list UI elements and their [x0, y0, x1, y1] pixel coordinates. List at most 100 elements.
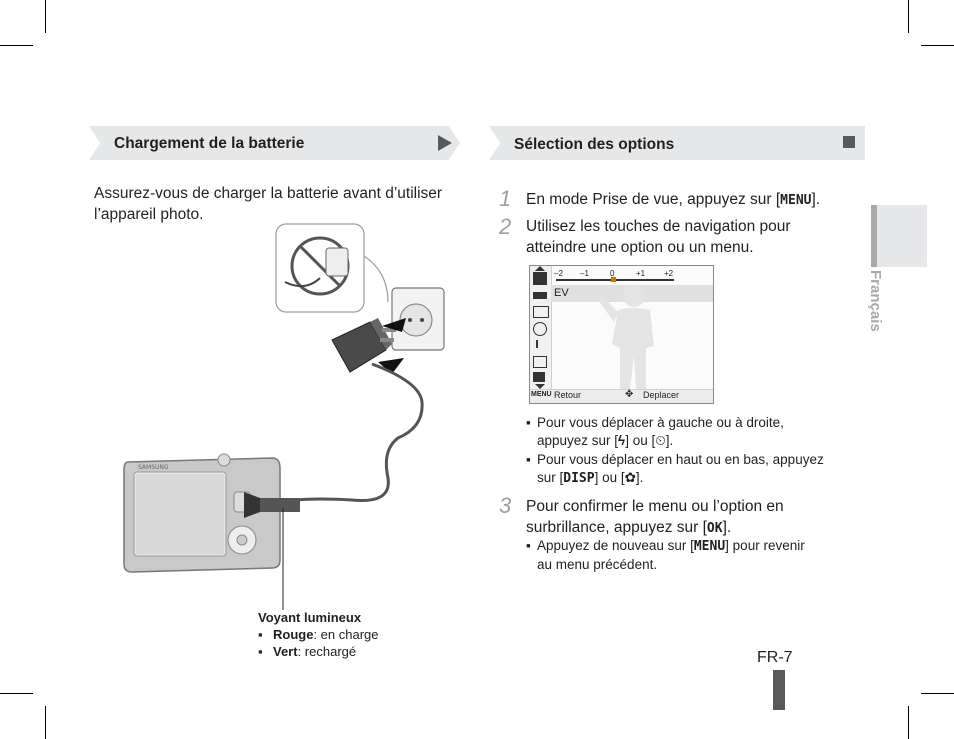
svg-text:SAMSUNG: SAMSUNG	[138, 464, 169, 471]
crop-mark	[45, 0, 46, 33]
step-text-part: En mode Prise de vue, appuyez sur [	[526, 191, 781, 208]
menu-key: MENU	[780, 193, 812, 208]
bullet-text: ] ou [	[594, 470, 625, 485]
bullet-text: Appuyez de nouveau sur [	[537, 538, 694, 553]
quality-icon	[533, 356, 547, 368]
indicator-title: Voyant lumineux	[258, 610, 362, 625]
bullet-item: ▪ Pour vous déplacer à gauche ou à droit…	[526, 414, 857, 450]
nav-cross-icon: ✥	[625, 389, 634, 400]
bullet-line: sur [DISP] ou [✿].	[537, 469, 857, 488]
disp-key: DISP	[563, 471, 595, 486]
language-tab-bar	[871, 205, 877, 267]
iso-icon	[533, 306, 549, 318]
bullet-text: ].	[665, 433, 674, 448]
step-text: Pour confirmer le menu ou l’option en su…	[526, 496, 856, 539]
move-label: Deplacer	[643, 390, 680, 400]
metering-icon	[533, 292, 547, 299]
menu-key: MENU	[531, 391, 552, 398]
language-tab-label: Français	[867, 270, 884, 332]
scale-label: +1	[636, 269, 646, 278]
timer-icon: ⏲	[655, 433, 666, 448]
step-text: Utilisez les touches de navigation pour …	[526, 216, 856, 258]
up-arrow-icon	[535, 266, 545, 271]
step-number: 3	[499, 493, 512, 518]
crop-mark	[45, 706, 46, 739]
section-header-band	[489, 126, 865, 160]
indicator-item: ▪ Rouge: en charge	[258, 626, 379, 643]
indicator-desc: : en charge	[313, 627, 379, 642]
ev-scale: –2 –1 0 +1 +2	[554, 269, 674, 283]
step-line: Pour confirmer le menu ou l’option en	[526, 498, 784, 515]
indicator-caption: Voyant lumineux ▪ Rouge: en charge ▪ Ver…	[258, 609, 379, 660]
crop-mark	[0, 45, 33, 46]
bullet-mark: ▪	[526, 452, 531, 467]
intro-line: Assurez-vous de charger la batterie avan…	[94, 185, 443, 202]
bullet-line: au menu précédent.	[537, 557, 658, 572]
scale-label: 0	[610, 269, 615, 278]
scale-label: +2	[664, 269, 674, 278]
size-icon	[536, 340, 544, 348]
step-number: 2	[499, 214, 512, 239]
lcd-screen: –2 –1 0 +1 +2 EV MENU Retour ✥ Deplacer	[529, 265, 714, 404]
lcd-footer: MENU Retour ✥ Deplacer	[530, 389, 713, 403]
bullet-text: ] pour revenir	[725, 538, 805, 553]
bullet-text: ] ou [	[625, 433, 656, 448]
scale-label: –1	[580, 269, 589, 278]
page-number: FR-7	[757, 649, 793, 666]
crop-mark	[0, 693, 33, 694]
flash-icon: ϟ	[618, 433, 626, 448]
step-text: En mode Prise de vue, appuyez sur [MENU]…	[526, 189, 856, 211]
intro-line: l’appareil photo.	[94, 206, 204, 223]
ok-key: OK	[706, 521, 723, 536]
intro-text: Assurez-vous de charger la batterie avan…	[94, 183, 464, 225]
step-text-part: surbrillance, appuyez sur [	[526, 519, 707, 536]
indicator-term: Vert	[273, 644, 298, 659]
play-arrow-icon	[438, 135, 452, 151]
step-line: Utilisez les touches de navigation pour	[526, 218, 791, 235]
stop-square-icon	[843, 136, 855, 148]
bullet-mark: ▪	[258, 627, 263, 642]
bullet-item: ▪ Appuyez de nouveau sur [MENU] pour rev…	[526, 537, 857, 574]
lcd-icon-column	[530, 266, 552, 403]
bullet-item: ▪ Pour vous déplacer en haut ou en bas, …	[526, 451, 857, 488]
section-title: Chargement de la batterie	[114, 135, 305, 152]
down-arrow-icon	[535, 384, 545, 389]
scale-label: –2	[554, 269, 563, 278]
step-text-part: ].	[722, 519, 732, 536]
crop-mark	[908, 706, 909, 739]
face-icon	[533, 322, 547, 336]
bullet-text: ].	[635, 470, 644, 485]
step-line: atteindre une option ou un menu.	[526, 239, 754, 256]
indicator-desc: : rechargé	[297, 644, 357, 659]
step-line: surbrillance, appuyez sur [OK].	[526, 517, 856, 539]
bullet-mark: ▪	[526, 538, 531, 553]
person-silhouette	[598, 285, 654, 390]
option-label: EV	[554, 287, 569, 299]
crop-mark	[908, 0, 909, 33]
bullet-text: appuyez sur [	[537, 433, 619, 448]
language-tab	[871, 205, 927, 267]
bullet-line: Pour vous déplacer en haut ou en bas, ap…	[537, 452, 824, 467]
ois-icon	[533, 372, 545, 382]
back-label: Retour	[554, 390, 582, 400]
macro-icon: ✿	[624, 470, 636, 485]
bullet-line: Appuyez de nouveau sur [MENU] pour reven…	[537, 537, 857, 556]
bullet-mark: ▪	[258, 644, 263, 659]
page-number-bar	[773, 670, 785, 710]
section-header-band	[89, 126, 460, 160]
menu-key: MENU	[693, 539, 726, 554]
section-title: Sélection des options	[514, 136, 675, 153]
crop-mark	[921, 693, 954, 694]
crop-mark	[921, 45, 954, 46]
bullet-line: appuyez sur [ϟ] ou [⏲].	[537, 432, 857, 450]
ev-icon	[533, 272, 547, 285]
step-text-part: ].	[811, 191, 821, 208]
scale-marker	[611, 277, 616, 282]
bullet-line: Pour vous déplacer à gauche ou à droite,	[537, 415, 784, 430]
indicator-item: ▪ Vert: rechargé	[258, 643, 379, 660]
bullet-text: sur [	[537, 470, 564, 485]
indicator-term: Rouge	[273, 627, 314, 642]
charging-illustration: SAMSUNG	[123, 223, 445, 610]
step-number: 1	[499, 186, 512, 211]
bullet-mark: ▪	[526, 415, 531, 430]
